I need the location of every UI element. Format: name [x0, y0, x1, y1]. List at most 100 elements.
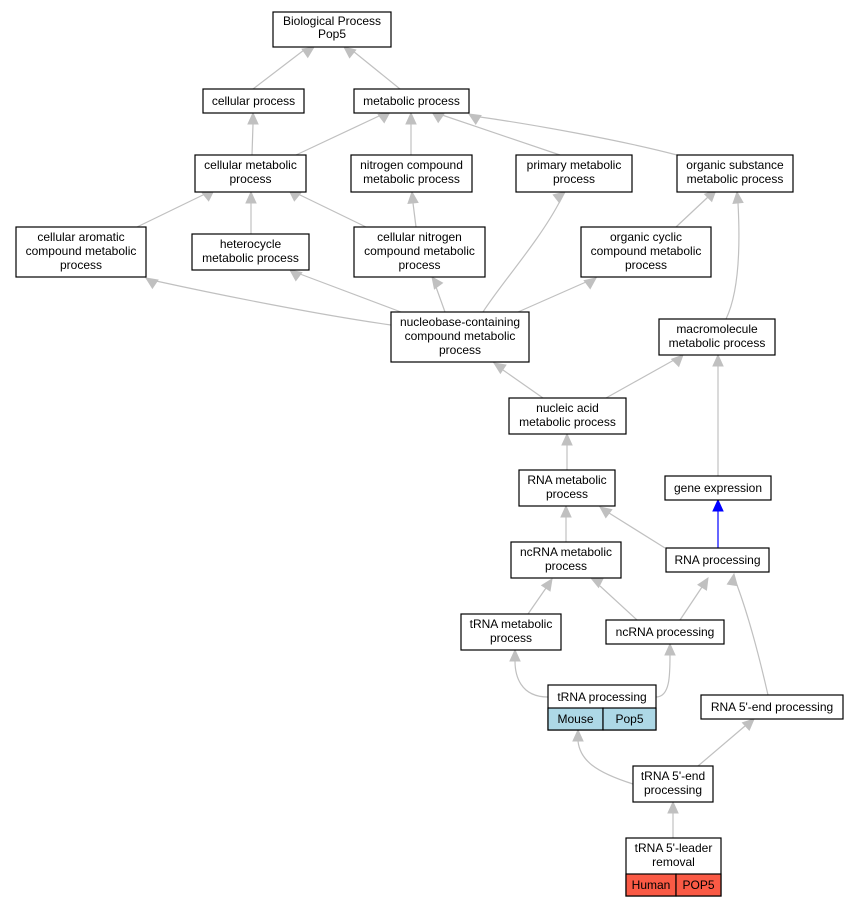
node-biological-process[interactable]: Biological Process Pop5: [272, 11, 392, 48]
edge: [412, 202, 417, 228]
node-label-line: metabolic process: [202, 251, 299, 265]
edge: [155, 280, 392, 326]
node-label-line: heterocycle: [220, 237, 282, 251]
edge-arrowhead: [561, 432, 573, 446]
edge: [297, 193, 367, 228]
node-label-line: ncRNA metabolic: [520, 545, 612, 559]
edge: [502, 369, 544, 399]
node-label-line: compound metabolic: [364, 244, 475, 258]
edge: [441, 114, 561, 156]
node-trna-metabolic-process[interactable]: tRNA metabolic process: [460, 613, 562, 651]
node-metabolic-process[interactable]: metabolic process: [353, 88, 470, 114]
edge: [435, 286, 446, 313]
edge-arrowhead: [552, 191, 566, 204]
node-nucleobase-containing-compound-metabolic-process[interactable]: nucleobase-containing compound metabolic…: [390, 311, 530, 363]
node-label-line: organic cyclic: [610, 230, 682, 244]
node-label-line: processing: [644, 783, 702, 797]
node-nitrogen-compound-metabolic-process[interactable]: nitrogen compound metabolic process: [350, 154, 473, 193]
node-cellular-nitrogen-compound-metabolic-process[interactable]: cellular nitrogen compound metabolic pro…: [353, 226, 486, 278]
edge-arrowhead: [467, 113, 482, 125]
node-label-line: RNA 5'-end processing: [711, 700, 833, 714]
node-cellular-aromatic-compound-metabolic-process[interactable]: cellular aromatic compound metabolic pro…: [15, 226, 147, 278]
edge-arrowhead: [670, 354, 684, 368]
node-rna-5-end-processing[interactable]: RNA 5'-end processing: [700, 694, 844, 720]
node-nucleic-acid-metabolic-process[interactable]: nucleic acid metabolic process: [508, 397, 627, 435]
node-label-line: process: [229, 172, 271, 186]
edge-arrowhead: [289, 269, 303, 282]
edge: [251, 123, 254, 156]
node-primary-metabolic-process[interactable]: primary metabolic process: [515, 154, 633, 193]
edge: [252, 49, 305, 90]
node-trna-5-leader-removal[interactable]: tRNA 5'-leader removal Human POP5: [625, 837, 722, 897]
edge: [514, 660, 549, 698]
node-trna-5-end-processing[interactable]: tRNA 5'-end processing: [632, 765, 714, 803]
node-label-line: macromolecule: [676, 322, 758, 336]
node-cellular-metabolic-process[interactable]: cellular metabolic process: [194, 154, 307, 193]
node-label-line: organic substance: [686, 158, 784, 172]
node-ncrna-metabolic-process[interactable]: ncRNA metabolic process: [510, 541, 622, 579]
edge: [725, 202, 740, 320]
annotation-cell-pop5: [602, 707, 657, 731]
edge-arrowhead: [301, 46, 315, 59]
edges: [136, 46, 769, 838]
node-label-line: process: [398, 258, 440, 272]
nodes: Biological Process Pop5 cellular process…: [15, 11, 844, 897]
edge: [482, 200, 561, 313]
edge-arrowhead: [405, 111, 417, 125]
node-label-line: process: [439, 343, 481, 357]
edge: [517, 281, 587, 313]
node-rna-processing[interactable]: RNA processing: [665, 547, 770, 573]
edge-arrowhead: [667, 800, 679, 814]
node-label-line: tRNA 5'-end: [641, 769, 705, 783]
edge-arrowhead: [245, 190, 257, 204]
node-label-line: cellular aromatic: [37, 230, 124, 244]
edge-arrowhead: [732, 190, 744, 204]
edge: [136, 193, 206, 228]
annotation-organism: Mouse: [557, 712, 593, 726]
edge-arrowhead: [492, 362, 507, 375]
node-organic-cyclic-compound-metabolic-process[interactable]: organic cyclic compound metabolic proces…: [580, 226, 712, 278]
node-label-line: cellular process: [212, 94, 295, 108]
node-rna-metabolic-process[interactable]: RNA metabolic process: [518, 469, 616, 507]
node-cellular-process[interactable]: cellular process: [202, 88, 305, 114]
edge-arrowhead: [741, 718, 755, 732]
node-label-line: Pop5: [318, 27, 346, 41]
node-heterocycle-metabolic-process[interactable]: heterocycle metabolic process: [191, 233, 310, 271]
node-label-line: compound metabolic: [405, 329, 516, 343]
node-label-line: metabolic process: [519, 415, 616, 429]
edge-arrowhead: [560, 504, 572, 518]
edge: [299, 273, 402, 313]
node-organic-substance-metabolic-process[interactable]: organic substance metabolic process: [676, 154, 794, 193]
edge: [675, 196, 709, 228]
edge: [679, 586, 703, 621]
node-label-line: process: [546, 487, 588, 501]
node-label-line: Biological Process: [283, 14, 381, 28]
node-label-line: compound metabolic: [26, 244, 137, 258]
node-macromolecule-metabolic-process[interactable]: macromolecule metabolic process: [658, 318, 776, 356]
edge: [599, 585, 638, 621]
node-label-line: cellular metabolic: [204, 158, 297, 172]
edge: [605, 359, 675, 399]
node-label-line: process: [60, 258, 102, 272]
node-trna-processing[interactable]: tRNA processing Mouse Pop5: [547, 684, 657, 731]
node-label-line: tRNA processing: [557, 690, 646, 704]
edge-arrowhead: [144, 277, 159, 290]
annotation-gene: Pop5: [615, 712, 643, 726]
edge-arrowhead: [589, 577, 604, 589]
node-label-line: metabolic process: [669, 336, 766, 350]
edge-arrowhead: [509, 648, 521, 662]
node-label-line: process: [545, 559, 587, 573]
edge-arrowhead: [697, 576, 709, 591]
edge-arrowhead: [572, 728, 584, 742]
node-label-line: nucleic acid: [536, 401, 599, 415]
node-label-line: tRNA 5'-leader: [635, 841, 713, 855]
edge-arrowhead: [540, 577, 553, 592]
edge-arrowhead: [407, 190, 419, 204]
node-label-line: RNA processing: [674, 553, 760, 567]
edge: [697, 725, 746, 767]
edge: [479, 116, 678, 156]
node-gene-expression[interactable]: gene expression: [664, 475, 772, 501]
edge-arrowhead: [343, 46, 357, 59]
node-ncrna-processing[interactable]: ncRNA processing: [605, 619, 725, 645]
edge-arrowhead: [712, 353, 724, 367]
